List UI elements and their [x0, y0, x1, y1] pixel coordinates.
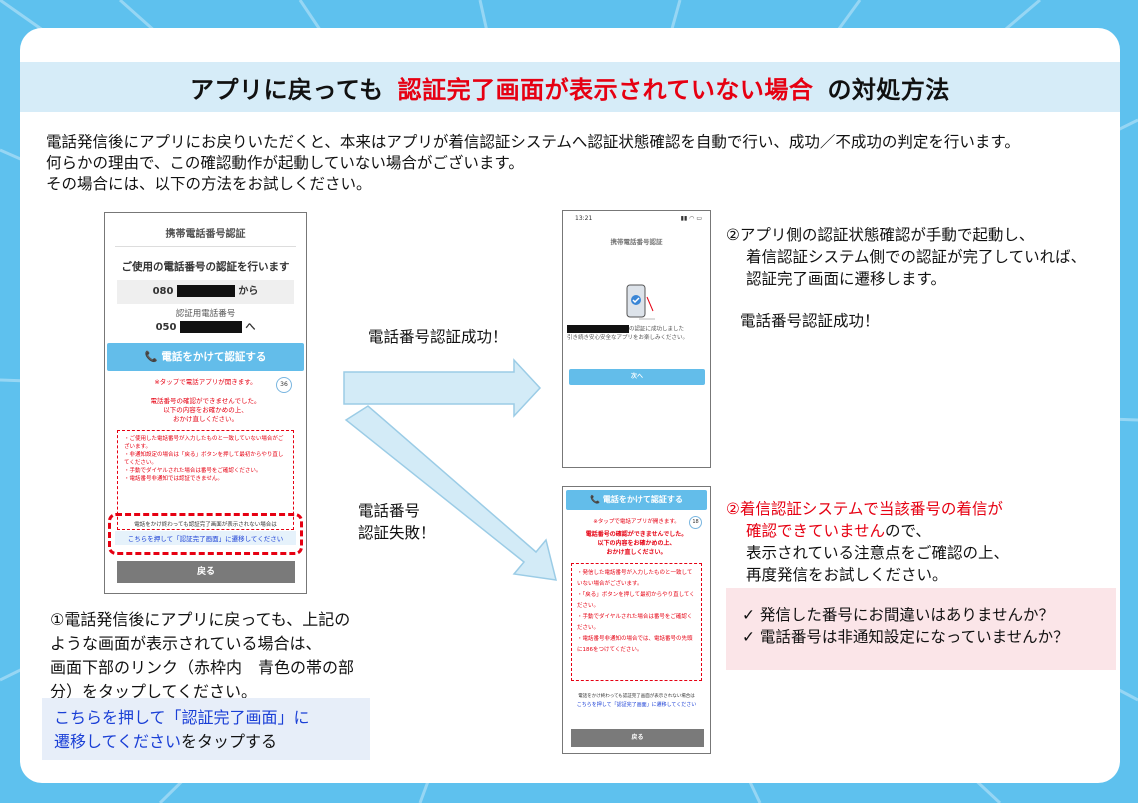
- next-button[interactable]: 次へ: [569, 369, 705, 385]
- step2-failure-text: ②着信認証システムで当該番号の着信が 確認できていませんので、 表示されている注…: [726, 498, 1009, 586]
- step2b-line: 表示されている注意点をご確認の上、: [746, 544, 1010, 562]
- step1-line: ①電話発信後にアプリに戻っても、上記の: [50, 610, 351, 629]
- warn-line: 以下の内容をお確かめの上、: [597, 540, 676, 547]
- phone1-heading: ご使用の電話番号の認証を行います: [121, 261, 290, 273]
- arrow-success: [343, 358, 542, 418]
- title-part1: アプリに戻っても: [190, 75, 384, 104]
- redacted-number: [176, 285, 235, 297]
- title-part2-red: 認証完了画面が表示されていない場合: [397, 75, 814, 104]
- arrow-success-label: 電話番号認証成功！: [368, 328, 508, 346]
- step2a-line: ②アプリ側の認証状態確認が手動で起動し、: [726, 226, 1035, 244]
- warn-line: 電話番号の確認ができませんでした。: [585, 531, 688, 538]
- phone3-tap-row: ※タップで電話アプリが開きます。 18: [563, 516, 710, 530]
- phone1-to-box: 050 へ: [117, 319, 294, 339]
- intro-line: 電話発信後にアプリにお戻りいただくと、本来はアプリが着信認証システムへ認証状態確…: [46, 133, 1020, 151]
- phone3-warning: 電話番号の確認ができませんでした。 以下の内容をお確かめの上、 おかけ直しくださ…: [563, 530, 710, 557]
- step1-line: 分）をタップしてください。: [50, 682, 258, 701]
- to-prefix: 050: [155, 322, 177, 333]
- step2-success-text: ②アプリ側の認証状態確認が手動で起動し、 着信認証システム側での認証が完了してい…: [726, 224, 1086, 290]
- phone-screenshot-failure: 携帯電話番号認証 ご使用の電話番号の認証を行います 080 から 認証用電話番号…: [104, 212, 307, 594]
- phone1-tap-row: ※タップで電話アプリが開きます。 36: [105, 377, 306, 395]
- step2b-rest: ので、: [885, 522, 931, 540]
- bullet: ・非通知設定の場合は「戻る」ボタンを押して最初からやり直してください。: [124, 452, 284, 466]
- back-button[interactable]: 戻る: [117, 561, 295, 583]
- title-part3: の対処方法: [827, 75, 950, 104]
- redacted-number: [567, 325, 629, 333]
- success-illustration: [626, 284, 655, 320]
- step2b-red: 確認できていません: [746, 522, 886, 540]
- step1-line: ような画面が表示されている場合は、: [50, 634, 322, 653]
- phone3-link-area: 電話をかけ終わっても認証完了画面が表示されない場合は こちらを押して「認証完了画…: [563, 693, 710, 708]
- from-suffix: から: [238, 286, 259, 297]
- step2b-line2: 確認できていませんので、: [726, 520, 1009, 542]
- bullet: ・手動でダイヤルされた場合は番号をご確認ください。: [124, 468, 262, 474]
- tap-note: ※タップで電話アプリが開きます。: [593, 519, 680, 525]
- bullet: ・電話番号非通知では認証できません。: [124, 476, 223, 482]
- step2b-line: 再度発信をお試しください。: [746, 566, 948, 584]
- call-button[interactable]: 📞 電話をかけて認証する: [566, 490, 707, 510]
- warn-line: 以下の内容をお確かめの上、: [163, 406, 248, 414]
- status-icons: ▮▮ ◠ ▭: [680, 215, 702, 222]
- phone1-link-area: 電話をかけ終わっても認証完了画面が表示されない場合は こちらを押して「認証完了画…: [108, 513, 303, 555]
- link-example-blue: 遷移してください: [54, 732, 182, 751]
- link-note: 電話をかけ終わっても認証完了画面が表示されない場合は: [578, 694, 695, 699]
- bullet: ・電話番号非通知の場合では、電話番号の先頭に186をつけてください。: [577, 636, 693, 653]
- completion-link[interactable]: こちらを押して「認証完了画面」に遷移してください: [576, 702, 697, 708]
- intro-text: 電話発信後にアプリにお戻りいただくと、本来はアプリが着信認証システムへ認証状態確…: [46, 132, 1106, 195]
- step2a-line: 着信認証システム側での認証が完了していれば、: [746, 248, 1087, 266]
- phone-screenshot-failure-detail: 📞 電話をかけて認証する ※タップで電話アプリが開きます。 18 電話番号の確認…: [562, 486, 711, 754]
- bullet: ・ご使用した電話番号が入力したものと一致していない場合がございます。: [124, 436, 284, 450]
- warn-line: おかけ直しください。: [606, 549, 667, 556]
- status-bar: 13:21 ▮▮ ◠ ▭: [563, 211, 710, 222]
- phone1-title: 携帯電話番号認証: [165, 229, 246, 240]
- step2b-line-red: ②着信認証システムで当該番号の着信が: [726, 500, 1003, 518]
- phone2-msg: の認証に成功しました 引き続き安心安全なアプリをお楽しみください。: [567, 325, 707, 342]
- success-msg: の認証に成功しました: [629, 326, 685, 333]
- phone1-to-label: 認証用電話番号: [175, 309, 236, 319]
- phone1-bullets: ・ご使用した電話番号が入力したものと一致していない場合がございます。 ・非通知設…: [117, 430, 294, 530]
- phone3-bullets: ・発信した電話番号が入力したものと一致していない場合がございます。 ・「戻る」ボ…: [571, 563, 702, 681]
- tap-note: ※タップで電話アプリが開きます。: [154, 378, 257, 386]
- phone1-warning: 電話番号の確認ができませんでした。 以下の内容をお確かめの上、 おかけ直しくださ…: [105, 397, 306, 424]
- step2a-line: 認証完了画面に遷移します。: [746, 270, 946, 288]
- warn-line: おかけ直しください。: [173, 415, 238, 423]
- bullet: ・「戻る」ボタンを押して最初からやり直してください。: [577, 592, 695, 609]
- link-example-rest: をタップする: [181, 732, 278, 751]
- page-title: アプリに戻っても 認証完了画面が表示されていない場合 の対処方法: [20, 62, 1120, 112]
- warn-line: 電話番号の確認ができませんでした。: [150, 397, 261, 405]
- completion-link[interactable]: こちらを押して「認証完了画面」に遷移してください: [115, 531, 296, 545]
- step1-link-example: こちらを押して「認証完了画面」に 遷移してくださいをタップする: [42, 698, 370, 760]
- fail-line: 電話番号: [358, 502, 421, 520]
- checklist-item: ✓ 発信した番号にお間違いはありませんか？: [742, 606, 1054, 624]
- call-button[interactable]: 📞 電話をかけて認証する: [107, 343, 304, 371]
- back-button[interactable]: 戻る: [571, 729, 704, 747]
- bullet: ・手動でダイヤルされた場合は番号をご確認ください。: [577, 614, 693, 631]
- countdown-badge: 18: [689, 516, 702, 529]
- redacted-number: [179, 321, 242, 333]
- checklist-box: ✓ 発信した番号にお間違いはありませんか？ ✓ 電話番号は非通知設定になっていま…: [726, 588, 1116, 670]
- status-time: 13:21: [575, 215, 593, 222]
- success-msg2: 引き続き安心安全なアプリをお楽しみください。: [567, 334, 689, 341]
- link-note: 電話をかけ終わっても認証完了画面が表示されない場合は: [134, 522, 277, 528]
- phone1-from-box: 080 から: [117, 280, 294, 304]
- checklist-item: ✓ 電話番号は非通知設定になっていませんか？: [742, 628, 1069, 646]
- arrow-failure: [344, 405, 557, 581]
- arrow-failure-label: 電話番号 認証失敗！: [358, 500, 436, 544]
- countdown-badge: 36: [276, 377, 292, 393]
- intro-line: その場合には、以下の方法をお試しください。: [46, 175, 372, 193]
- to-suffix: へ: [245, 322, 256, 333]
- link-example-line1: こちらを押して「認証完了画面」に: [54, 708, 310, 727]
- step2-success-result: 電話番号認証成功！: [740, 312, 880, 330]
- step1-text: ①電話発信後にアプリに戻っても、上記の ような画面が表示されている場合は、 画面…: [50, 608, 354, 704]
- fail-line: 認証失敗！: [358, 524, 436, 542]
- phone2-title: 携帯電話番号認証: [610, 238, 663, 246]
- from-prefix: 080: [152, 286, 174, 297]
- bullet: ・発信した電話番号が入力したものと一致していない場合がございます。: [577, 570, 693, 587]
- phone-screenshot-success: 13:21 ▮▮ ◠ ▭ 携帯電話番号認証 の認証に成功しました 引き続き安心安…: [562, 210, 711, 468]
- intro-line: 何らかの理由で、この確認動作が起動していない場合がございます。: [46, 154, 524, 172]
- step1-line: 画面下部のリンク（赤枠内 青色の帯の部: [50, 658, 355, 677]
- link-example-line2: 遷移してくださいをタップする: [54, 730, 370, 754]
- main-card: アプリに戻っても 認証完了画面が表示されていない場合 の対処方法 電話発信後にア…: [20, 28, 1120, 783]
